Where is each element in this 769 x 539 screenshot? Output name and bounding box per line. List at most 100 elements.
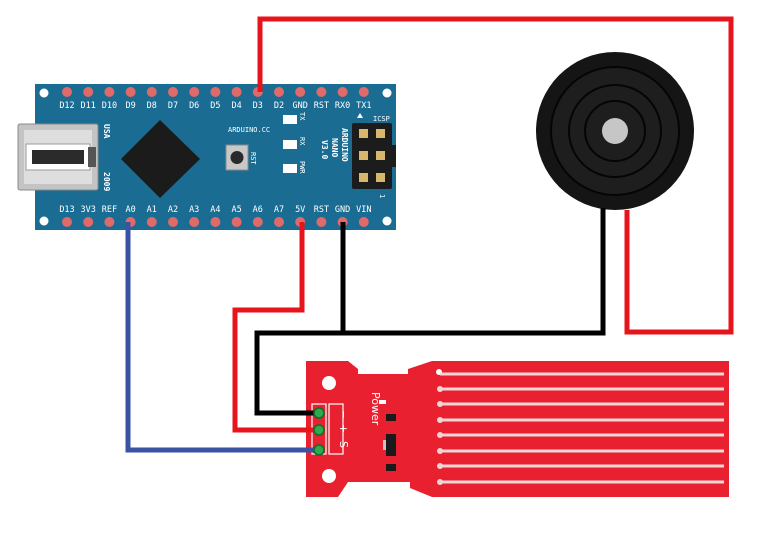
icsp-header (352, 123, 396, 189)
top-pin-pad[interactable] (358, 87, 369, 97)
buzzer-center (602, 118, 628, 144)
bottom-pin-pad[interactable] (316, 217, 327, 227)
top-pin-label: D4 (231, 101, 241, 111)
top-pin-pad[interactable] (274, 87, 284, 97)
sensor-header-pins (313, 407, 325, 456)
sensing-trace (440, 433, 724, 437)
trace-via (437, 401, 443, 407)
bottom-pin-pad[interactable] (83, 217, 94, 227)
bottom-pin-pad[interactable] (252, 217, 263, 227)
tx-led (283, 115, 297, 124)
bottom-pin-label: A0 (125, 205, 135, 215)
bottom-pin-pad[interactable] (231, 217, 242, 227)
sensing-traces (437, 372, 724, 485)
trace-via (437, 386, 443, 392)
bottom-pin-label: 3V3 (81, 205, 96, 215)
bottom-pin-pad[interactable] (189, 217, 200, 227)
sensor-pin-label-s: S (337, 441, 350, 448)
top-pin-pad[interactable] (168, 87, 178, 97)
sensing-trace (440, 387, 724, 391)
transistor (386, 434, 396, 456)
top-pin-pad[interactable] (83, 87, 94, 97)
trace-via (437, 463, 443, 469)
bottom-pin-label: A6 (253, 205, 263, 215)
top-pin-pad[interactable] (104, 87, 115, 97)
year-label: 2009 (102, 172, 111, 191)
top-pin-label: D10 (102, 101, 117, 111)
pwr-led (283, 164, 297, 173)
board-name-line-3: V3.0 (320, 140, 329, 159)
sensor-mount-hole (322, 469, 336, 483)
top-pin-pad[interactable] (337, 87, 348, 97)
reset-button[interactable] (225, 144, 249, 171)
icsp-label: ICSP (373, 115, 390, 123)
bottom-pin-pad[interactable] (104, 217, 115, 227)
top-pin-label: D7 (168, 101, 178, 111)
trace-via (437, 448, 443, 454)
bottom-pin-pad[interactable] (358, 217, 369, 227)
bottom-pin-label: A4 (210, 205, 220, 215)
top-pin-label: D5 (210, 101, 220, 111)
bottom-pin-pad[interactable] (274, 217, 284, 227)
bottom-pin-label: VIN (356, 205, 371, 215)
top-pin-pad[interactable] (146, 87, 157, 97)
bottom-pin-pad[interactable] (146, 217, 157, 227)
site-label: ARDUINO.CC (228, 126, 270, 134)
rst-label: RST (249, 152, 257, 165)
usa-label: USA (102, 124, 111, 139)
bottom-pin-label: A1 (147, 205, 157, 215)
bottom-pin-label: REF (102, 205, 117, 215)
top-pin-label: GND (293, 101, 308, 111)
bottom-pin-label: A7 (274, 205, 284, 215)
sensing-trace (440, 418, 724, 422)
mount-hole (382, 216, 392, 226)
top-pin-label: D6 (189, 101, 199, 111)
bottom-pin-label: A2 (168, 205, 178, 215)
top-pin-label: D2 (274, 101, 284, 111)
top-pin-pad[interactable] (189, 87, 200, 97)
wire-gnd-to-buzzer[interactable] (343, 208, 606, 336)
bottom-pin-pad[interactable] (62, 217, 72, 227)
top-pin-label: RX0 (335, 101, 350, 111)
sensor-pin-minus[interactable] (313, 407, 325, 419)
icsp-triangle (357, 113, 363, 118)
water-level-sensor: − + S Power (306, 361, 729, 497)
wire-d3-to-buzzer[interactable] (257, 16, 734, 335)
top-pin-pad[interactable] (295, 87, 306, 97)
sensor-pin-plus[interactable] (313, 424, 325, 436)
bottom-pin-label: A3 (189, 205, 199, 215)
top-pin-label: D11 (81, 101, 96, 111)
top-pin-pad[interactable] (125, 87, 136, 97)
led-label-pwr: PWR (298, 161, 306, 174)
microcontroller-chip (121, 120, 200, 198)
piezo-buzzer (536, 52, 694, 210)
top-pin-label: D9 (125, 101, 135, 111)
bottom-pin-label: D13 (59, 205, 74, 215)
smd-component (386, 414, 396, 421)
transistor-lead (383, 440, 386, 450)
trace-via (437, 417, 443, 423)
wire-gnd-to-sensor-minus[interactable] (254, 222, 346, 416)
top-pin-pad[interactable] (210, 87, 221, 97)
sensing-trace (440, 480, 724, 484)
trace-via (437, 479, 443, 485)
led-label-rx: RX (298, 137, 306, 146)
sensor-pin-signal[interactable] (313, 444, 325, 456)
power-label: Power (369, 392, 382, 426)
wire-a0-to-sensor-signal[interactable] (125, 222, 318, 453)
bottom-pin-pad[interactable] (168, 217, 178, 227)
sensing-trace (440, 449, 724, 453)
top-pin-label: D3 (253, 101, 263, 111)
top-pin-pad[interactable] (231, 87, 242, 97)
bottom-pin-pad[interactable] (210, 217, 221, 227)
wire-5v-to-sensor-plus[interactable] (232, 222, 318, 433)
top-pin-label: TX1 (356, 101, 371, 111)
top-pin-pad[interactable] (62, 87, 72, 97)
board-name-line-1: ARDUINO (340, 128, 349, 162)
sensing-trace (440, 464, 724, 468)
top-pin-pad[interactable] (316, 87, 327, 97)
top-pin-label: RST (314, 101, 329, 111)
